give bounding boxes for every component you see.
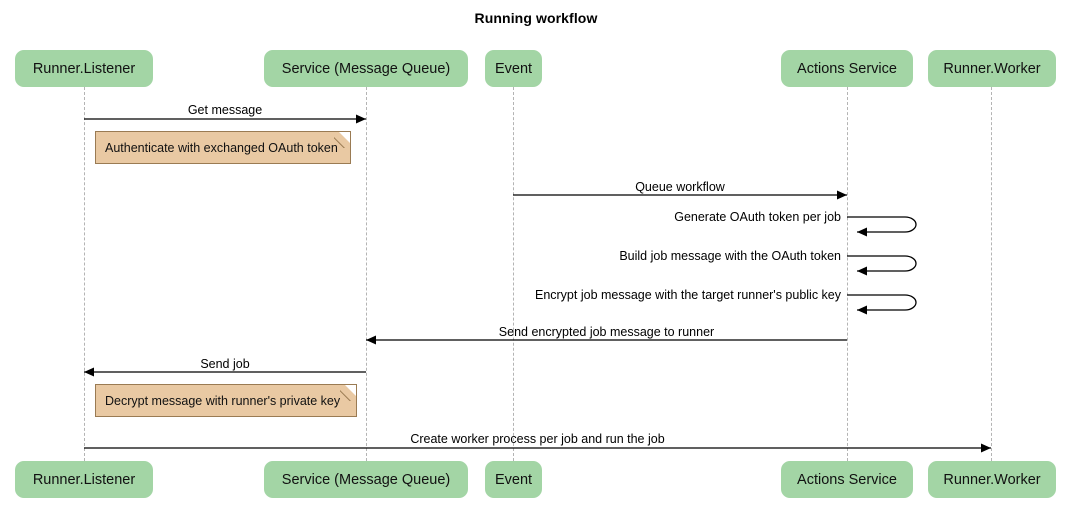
actor-label: Service (Message Queue) xyxy=(281,60,451,77)
actor-label: Runner.Listener xyxy=(32,471,136,488)
arrow-generate-oauth-token-per-job xyxy=(847,216,917,237)
message-label-generate-oauth-token: Generate OAuth token per job xyxy=(674,210,841,224)
actor-header-event[interactable]: Event xyxy=(485,50,542,87)
actor-label: Runner.Worker xyxy=(943,471,1041,488)
note-fold-icon xyxy=(345,385,356,396)
actor-footer-runner-listener[interactable]: Runner.Listener xyxy=(15,461,153,498)
note-text: Decrypt message with runner's private ke… xyxy=(105,393,341,408)
message-label-get-message: Get message xyxy=(187,103,263,117)
note-text: Authenticate with exchanged OAuth token xyxy=(105,140,338,155)
actor-label: Runner.Worker xyxy=(943,60,1041,77)
actor-header-runner-listener[interactable]: Runner.Listener xyxy=(15,50,153,87)
lifeline-actions-service xyxy=(847,87,848,461)
actor-label: Actions Service xyxy=(797,471,897,488)
message-label-queue-workflow: Queue workflow xyxy=(635,180,725,194)
actor-footer-runner-worker[interactable]: Runner.Worker xyxy=(928,461,1056,498)
page-title: Running workflow xyxy=(474,10,598,26)
actor-label: Runner.Listener xyxy=(32,60,136,77)
message-label-encrypt-job-message: Encrypt job message with the target runn… xyxy=(534,288,841,302)
actor-header-actions-service[interactable]: Actions Service xyxy=(781,50,913,87)
lifeline-runner-worker xyxy=(991,87,992,461)
actor-footer-actions-service[interactable]: Actions Service xyxy=(781,461,913,498)
actor-header-runner-worker[interactable]: Runner.Worker xyxy=(928,50,1056,87)
actor-label: Event xyxy=(494,60,533,77)
message-label-send-encrypted-job-message: Send encrypted job message to runner xyxy=(498,325,715,339)
lifeline-service-message-queue xyxy=(366,87,367,461)
actor-footer-event[interactable]: Event xyxy=(485,461,542,498)
actor-label: Event xyxy=(494,471,533,488)
actor-label: Service (Message Queue) xyxy=(281,471,451,488)
lifeline-runner-listener xyxy=(84,87,85,461)
note-decrypt-message-with-runners-private-key: Decrypt message with runner's private ke… xyxy=(95,384,357,417)
actor-header-service-message-queue[interactable]: Service (Message Queue) xyxy=(264,50,468,87)
message-label-build-job-message: Build job message with the OAuth token xyxy=(619,249,841,263)
arrow-build-job-message xyxy=(847,255,917,276)
note-fold-icon xyxy=(339,132,350,143)
message-label-send-job: Send job xyxy=(200,357,250,371)
arrow-encrypt-job-message xyxy=(847,294,917,315)
actor-label: Actions Service xyxy=(797,60,897,77)
lifeline-event xyxy=(513,87,514,461)
message-label-create-worker-process: Create worker process per job and run th… xyxy=(410,432,665,446)
actor-footer-service-message-queue[interactable]: Service (Message Queue) xyxy=(264,461,468,498)
note-authenticate-with-exchanged-oauth-token: Authenticate with exchanged OAuth token xyxy=(95,131,351,164)
